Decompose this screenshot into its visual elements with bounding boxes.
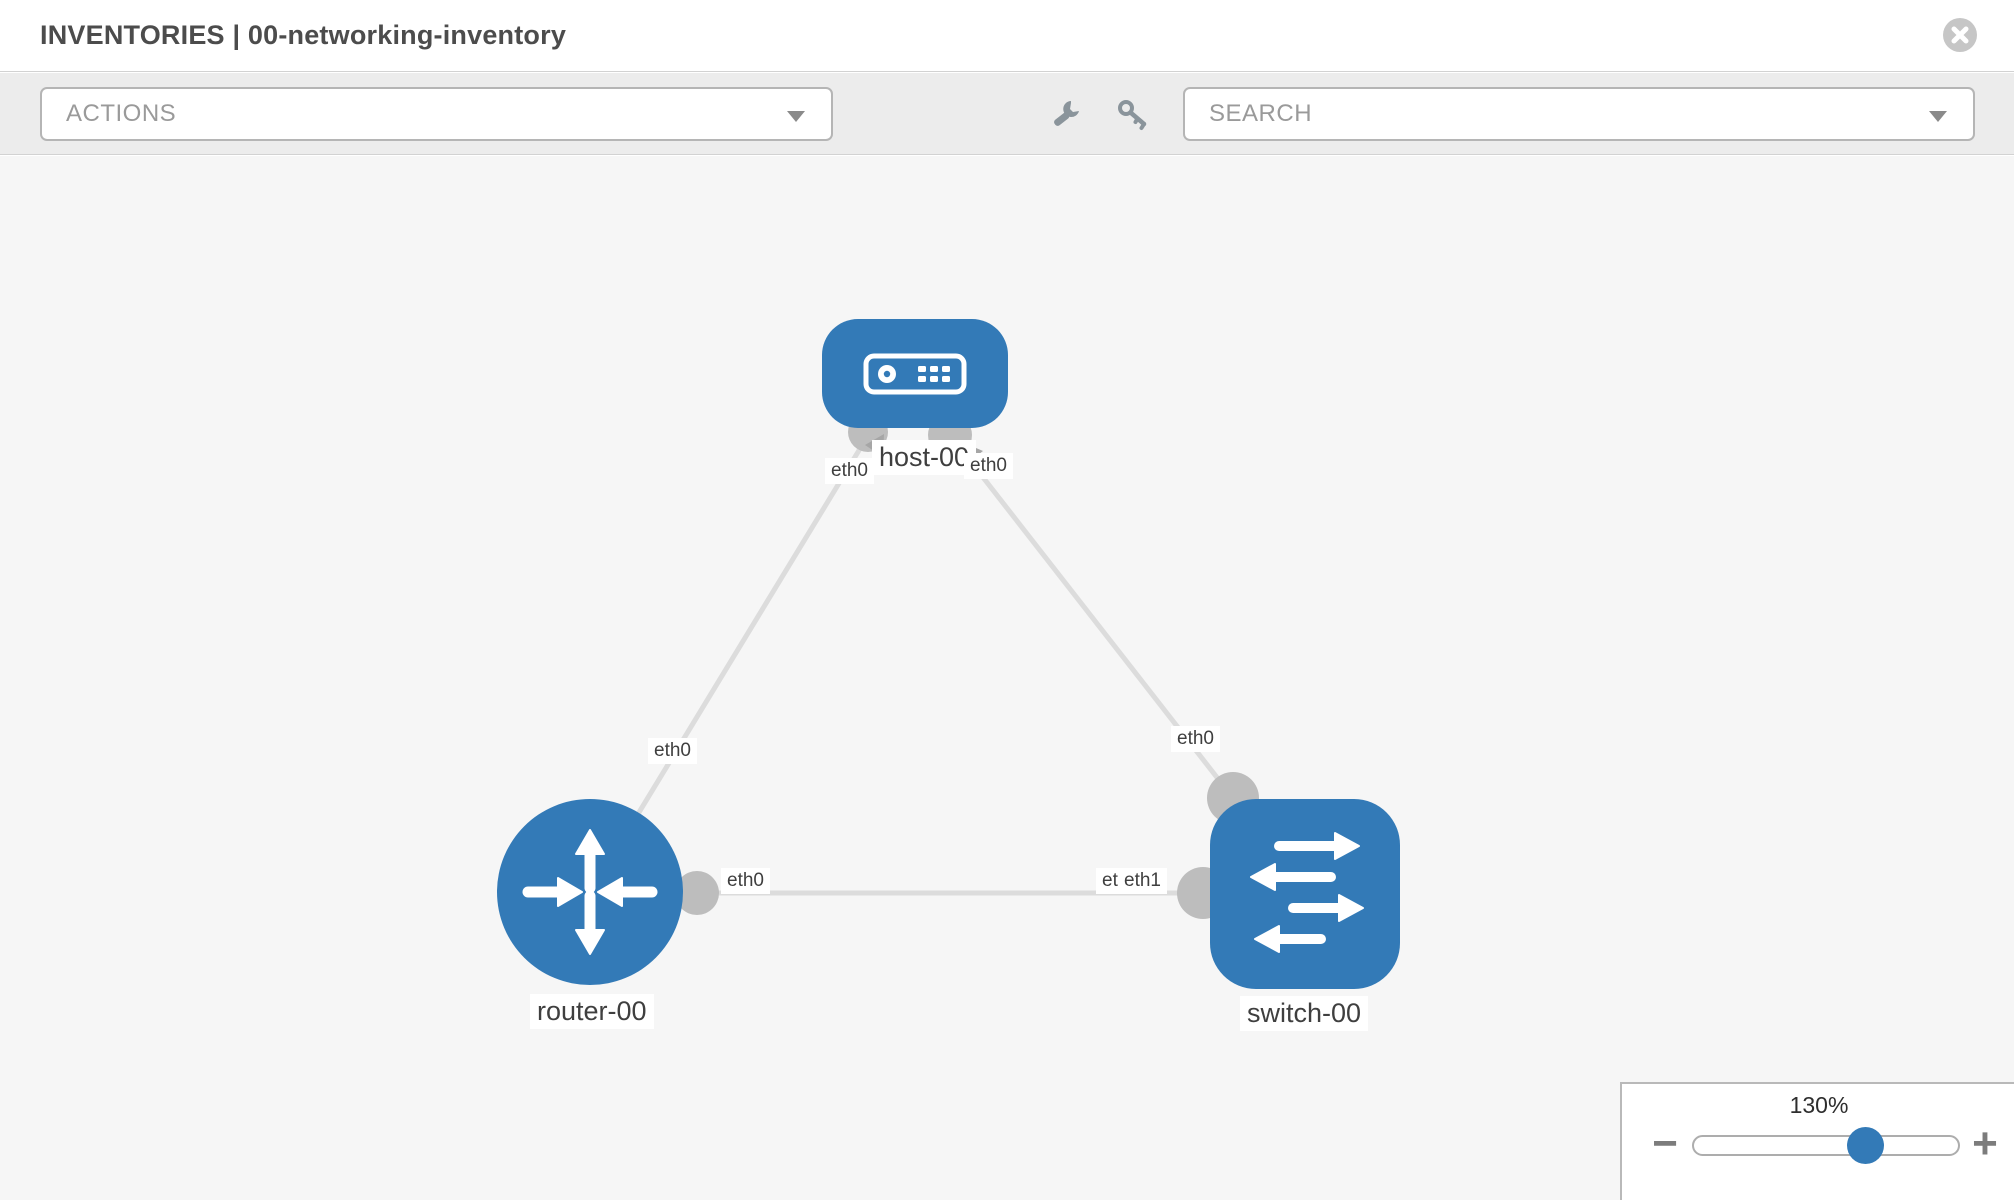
node-host-00[interactable] [822,319,1008,428]
zoom-slider-track[interactable] [1692,1135,1960,1156]
node-switch-00[interactable] [1210,799,1400,989]
interface-label-host-right: eth0 [964,453,1013,479]
interface-label-switch-left-over: eth1 [1118,868,1167,894]
page-title: INVENTORIES | 00-networking-inventory [40,20,567,50]
close-button[interactable] [1943,18,1977,52]
key-icon[interactable] [1115,97,1151,133]
actions-dropdown-label: ACTIONS [66,100,177,127]
interface-label-host-left: eth0 [825,458,874,484]
search-dropdown[interactable]: SEARCH [1183,87,1975,141]
interface-label-switch-top: eth0 [1171,726,1220,752]
topology-links-layer [587,412,1300,919]
node-router-00[interactable] [497,799,683,985]
zoom-control-panel: 130% − + [1620,1082,2014,1200]
chevron-down-icon [1929,111,1947,122]
toolbar: ACTIONS SEARCH [0,73,2014,155]
header: INVENTORIES | 00-networking-inventory [0,0,2014,72]
zoom-level-value: 130% [1789,1092,1849,1118]
interface-label-router-right: eth0 [721,868,770,894]
node-label-switch-00: switch-00 [1240,996,1369,1031]
wrench-icon[interactable] [1049,97,1085,133]
node-label-router-00: router-00 [530,994,654,1029]
chevron-down-icon [787,111,805,122]
router-icon [522,829,658,955]
actions-dropdown[interactable]: ACTIONS [40,87,833,141]
zoom-in-button[interactable]: + [1972,1119,1998,1168]
interface-label-router-top: eth0 [648,738,697,764]
zoom-out-button[interactable]: − [1652,1119,1678,1168]
close-icon [1951,26,1969,44]
node-label-host-00: host-00 [872,440,977,475]
zoom-slider-knob[interactable] [1847,1127,1884,1164]
switch-icon [1250,832,1364,953]
host-icon [863,353,967,394]
port-router-right [675,871,719,915]
search-dropdown-label: SEARCH [1209,100,1313,127]
topology-canvas[interactable]: host-00 router-00 switch-00 eth0 eth0 et… [0,156,2014,1200]
